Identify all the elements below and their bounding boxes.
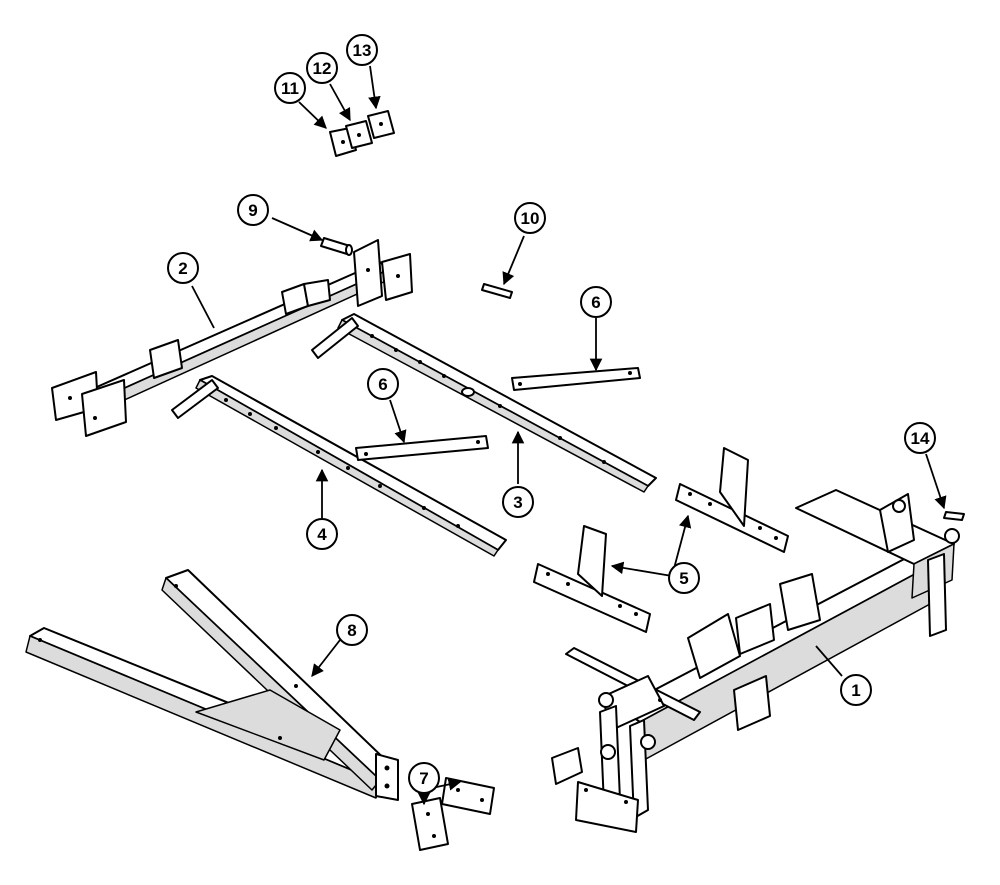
callout-3: 3 <box>502 486 534 518</box>
part-7-plate-a <box>411 797 449 851</box>
callout-1: 1 <box>840 674 872 706</box>
callout-label: 12 <box>313 59 332 78</box>
callout-label: 5 <box>679 569 688 588</box>
callout-5: 5 <box>668 562 700 594</box>
callout-label: 4 <box>317 525 327 544</box>
part-8-a-frame <box>25 569 399 801</box>
callout-7: 7 <box>408 762 440 794</box>
part-13-plate <box>367 110 395 139</box>
callout-label: 11 <box>281 79 299 98</box>
part-9-pin <box>320 237 353 256</box>
callout-label: 10 <box>521 209 540 228</box>
part-3-angle-bar <box>311 313 657 493</box>
callout-label: 8 <box>347 621 356 640</box>
part-6-link-lower <box>355 435 489 461</box>
callout-label: 7 <box>419 769 428 788</box>
part-1-main-frame <box>551 489 960 833</box>
callout-2: 2 <box>167 252 199 284</box>
callout-6-lower: 6 <box>367 368 399 400</box>
part-14-pin <box>943 511 965 521</box>
callout-label: 6 <box>591 293 600 312</box>
callout-11: 11 <box>274 72 306 104</box>
callout-14: 14 <box>904 422 936 454</box>
callout-8: 8 <box>336 614 368 646</box>
callout-label: 2 <box>178 259 187 278</box>
part-5-bracket-upper <box>675 447 789 553</box>
callout-label: 14 <box>911 429 930 448</box>
part-6-link-upper <box>511 367 641 391</box>
callout-label: 1 <box>851 681 860 700</box>
part-5-bracket-lower <box>533 525 651 633</box>
part-12-plate <box>345 120 373 149</box>
callout-4: 4 <box>306 518 338 550</box>
callout-label: 13 <box>353 41 372 60</box>
callout-10: 10 <box>514 202 546 234</box>
callout-label: 9 <box>248 201 257 220</box>
callout-12: 12 <box>306 52 338 84</box>
part-10-pin <box>481 283 513 299</box>
callout-9: 9 <box>237 194 269 226</box>
part-2-bar <box>51 239 413 437</box>
callout-label: 3 <box>513 493 522 512</box>
part-4-angle-bar <box>171 375 507 557</box>
callout-label: 6 <box>378 375 387 394</box>
callout-13: 13 <box>346 34 378 66</box>
callout-6-upper: 6 <box>580 286 612 318</box>
